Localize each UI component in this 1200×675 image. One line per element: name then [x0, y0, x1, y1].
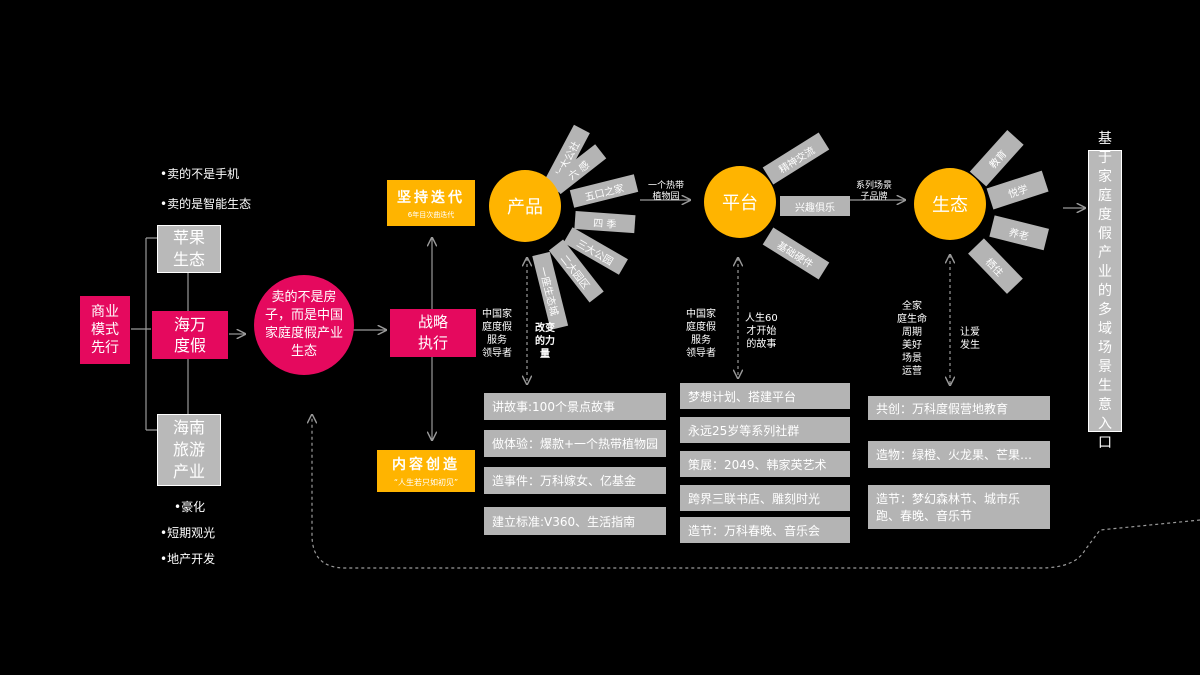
side-line: 中国家: [482, 309, 512, 320]
platform-item: 跨界三联书店、雕刻时光: [680, 485, 850, 511]
side-line: 才开始: [746, 326, 777, 337]
side-line: 庭度假: [686, 322, 716, 333]
bullet-item: •短期观光: [160, 526, 216, 540]
product-side-left: 中国家 庭度假 服务 领导者: [482, 308, 512, 360]
bullet-item: •卖的是智能生态: [160, 197, 252, 211]
platform-label: 平台: [722, 193, 758, 214]
side-line: 服务: [691, 335, 711, 346]
side-line: 场景: [902, 353, 922, 364]
final-goal-box: 基于家庭度假产业的多域场景生意入口: [1088, 131, 1122, 451]
side-line: 的力: [535, 336, 555, 347]
product-circle: 产品: [489, 170, 561, 242]
ecology-label: 生态: [932, 195, 968, 216]
bullet-item: •豪化: [174, 500, 206, 514]
side-line: 发生: [960, 340, 980, 351]
link-line: 植物园: [652, 192, 680, 202]
side-line: 领导者: [482, 348, 512, 359]
platform-item: 梦想计划、搭建平台: [680, 383, 850, 409]
side-line: 周期: [902, 327, 922, 338]
side-line: 运营: [902, 366, 922, 377]
hainan-box: 海南旅游产业: [157, 414, 221, 486]
ecology-side-right: 让爱 发生: [960, 326, 980, 352]
business-model-label: 商业模式先行: [91, 304, 119, 356]
ecology-item: 造节：梦幻森林节、城市乐跑、春晚、音乐节: [868, 485, 1050, 529]
platform-item: 策展：2049、韩家英艺术: [680, 451, 850, 477]
bullet-item: •地产开发: [160, 552, 216, 566]
product-item: 造事件：万科嫁女、亿基金: [484, 467, 666, 494]
bullet-item: •卖的不是手机: [160, 167, 240, 181]
side-line: 量: [540, 349, 550, 360]
side-line: 服务: [487, 335, 507, 346]
wanda-label: 海万度假: [173, 315, 206, 355]
platform-side-left: 中国家 庭度假 服务 领导者: [686, 308, 716, 360]
side-line: 全家: [902, 301, 922, 312]
ray-label: 悦学: [1006, 183, 1030, 201]
apple-bullets: •卖的不是手机 •卖的是智能生态: [160, 165, 251, 212]
content-box: 内容创造 “人生若只如初见”: [377, 450, 475, 492]
core-idea-label: 卖的不是房子，而是中国家庭度假产业生态: [264, 290, 343, 359]
core-idea-circle: 卖的不是房子，而是中国家庭度假产业生态: [254, 275, 354, 375]
side-line: 庭度假: [482, 322, 512, 333]
side-line: 人生60: [745, 313, 778, 324]
iteration-box: 坚持迭代 6年目次曲迭代: [387, 180, 475, 226]
link-line: 一个热带: [648, 181, 685, 191]
product-label: 产品: [507, 197, 543, 218]
content-sub: “人生若只如初见”: [393, 478, 459, 487]
link-line: 子品牌: [860, 192, 888, 202]
ecology-circle: 生态: [914, 168, 986, 240]
final-goal-label: 基于家庭度假产业的多域场景生意入口: [1098, 130, 1112, 451]
ray-label: 四 季: [592, 217, 617, 231]
side-line: 庭生命: [897, 314, 927, 325]
iteration-sub: 6年目次曲迭代: [407, 210, 455, 219]
link-line: 系列场景: [856, 181, 893, 191]
product-item: 建立标准:V360、生活指南: [484, 507, 666, 535]
content-title: 内容创造: [392, 457, 460, 473]
wanda-box: 海万度假: [152, 311, 228, 359]
ecology-side-left: 全家 庭生命 周期 美好 场景 运营: [897, 300, 927, 378]
hainan-label: 海南旅游产业: [172, 418, 205, 481]
hainan-bullets: •豪化 •短期观光 •地产开发: [160, 498, 215, 567]
platform-side-right: 人生60 才开始 的故事: [745, 312, 778, 351]
ray-label: 兴趣俱乐: [795, 202, 835, 214]
side-line: 改变: [535, 323, 555, 334]
strategy-label: 战略执行: [417, 313, 448, 352]
platform-item: 永远25岁等系列社群: [680, 417, 850, 443]
side-line: 美好: [902, 340, 922, 351]
product-side-right: 改变 的力 量: [535, 322, 555, 361]
platform-link-text: 系列场景 子品牌: [856, 181, 892, 203]
iteration-title: 坚持迭代: [397, 189, 465, 206]
product-link-text: 一个热带 植物园: [648, 181, 684, 203]
ecology-item: 造物：绿橙、火龙果、芒果…: [868, 441, 1050, 468]
side-line: 中国家: [686, 309, 716, 320]
side-line: 领导者: [686, 348, 716, 359]
side-line: 让爱: [960, 327, 980, 338]
product-item: 做体验：爆款+一个热带植物园: [484, 430, 666, 457]
side-line: 的故事: [746, 339, 777, 350]
platform-circle: 平台: [704, 166, 776, 238]
ecology-item: 共创：万科度假营地教育: [868, 396, 1050, 420]
business-model-box: 商业模式先行: [80, 296, 130, 364]
apple-ecology-label: 苹果生态: [172, 228, 205, 269]
ray-label: 养老: [1007, 226, 1030, 243]
platform-ray: 兴趣俱乐: [780, 196, 850, 216]
strategy-box: 战略执行: [390, 309, 476, 357]
apple-ecology-box: 苹果生态: [157, 225, 221, 273]
platform-item: 造节：万科春晚、音乐会: [680, 517, 850, 543]
product-item: 讲故事:100个景点故事: [484, 393, 666, 420]
